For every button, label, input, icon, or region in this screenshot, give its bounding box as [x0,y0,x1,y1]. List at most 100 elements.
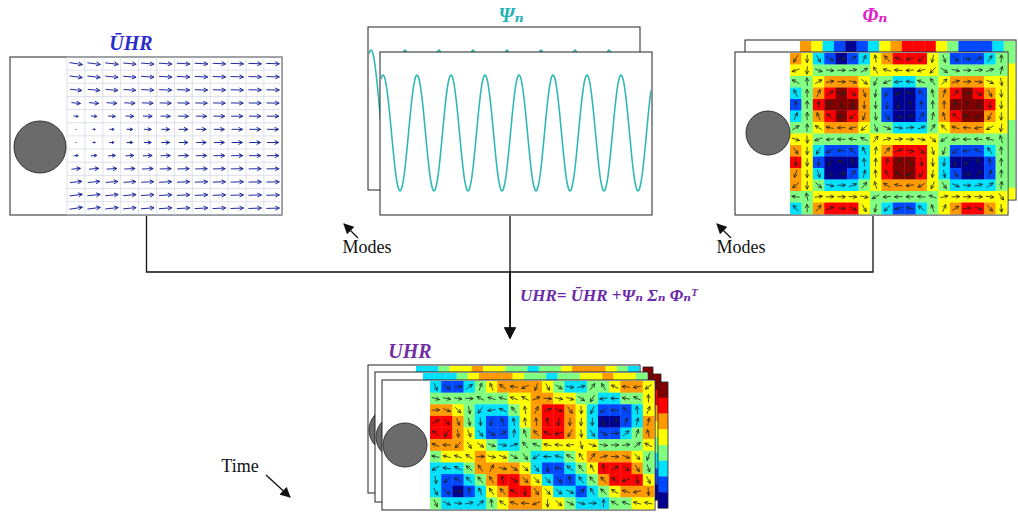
field-cell [836,99,848,111]
vector-arrow [999,135,1002,143]
vector-arrow [908,159,912,166]
vector-arrow [466,455,473,459]
field-cell [564,486,576,498]
vector-arrow [467,488,471,496]
field-cell [961,122,973,134]
field-cell [452,497,464,509]
vector-arrow [647,406,650,413]
vector-arrow [432,455,440,459]
vector-arrow [501,418,504,425]
field-cell [961,168,973,180]
field-cell [587,439,599,451]
vector-arrow [590,395,594,402]
vector-arrow [872,195,879,199]
vector-arrow [941,125,946,131]
vector-arrow [511,466,518,470]
vector-arrow [975,183,983,187]
vector-arrow [195,206,208,210]
field-cell [984,168,996,180]
vector-arrow [577,385,585,389]
field-cell [924,41,936,53]
field-cell [632,474,644,486]
vector-arrow [602,499,606,507]
vector-arrow [986,80,993,84]
field-cell [950,191,962,203]
vector-arrow [248,206,261,210]
vector-arrow [105,206,118,210]
vector-arrow [490,418,493,426]
vector-arrow [849,137,857,141]
vector-arrow [195,62,208,66]
field-cell [813,180,825,192]
field-cell [790,145,802,157]
vector-arrow [794,55,798,62]
vector-arrow [974,126,982,130]
field-cell [811,41,823,53]
vector-arrow [874,78,877,85]
field-cell [497,404,509,416]
field-cell [973,53,985,65]
vector-arrow [106,88,118,92]
time-arrow [266,475,290,497]
field-cell [996,65,1008,77]
field-cell [542,381,554,393]
field-cell [643,486,655,498]
vector-arrow [919,56,924,62]
vector-arrow [214,114,225,118]
cylinder [746,111,790,155]
field-cell [916,203,928,215]
field-cell [508,497,520,509]
vector-arrow [817,113,820,120]
field-cell [564,416,576,428]
vector-arrow [179,140,188,144]
field-cell [904,99,916,111]
field-cell [475,497,487,509]
vector-arrow [873,67,877,74]
field-cell [620,404,632,416]
field-cell [441,381,453,393]
vector-arrow [999,158,1003,166]
vector-arrow [266,206,279,210]
vector-arrow [75,142,77,143]
field-cell [938,122,950,134]
field-cell [632,486,644,498]
field-cell [938,191,950,203]
field-cell [996,53,1008,65]
field-cell [609,451,621,463]
vector-arrow [490,465,494,472]
vector-arrow [533,502,541,505]
vector-arrow [977,101,981,109]
vector-arrow [851,158,855,166]
vector-arrow [466,466,472,471]
vector-arrow [895,172,902,176]
vector-arrow [817,147,821,154]
field-cell [859,180,871,192]
field-cell [870,180,882,192]
field-cell [790,168,802,180]
vector-arrow [455,478,462,482]
vector-arrow [805,55,809,63]
field-cell [859,122,871,134]
vector-arrow [488,397,496,400]
vector-arrow [988,147,993,154]
field-cell [870,53,882,65]
field-cell [609,486,621,498]
vector-arrow [141,206,154,210]
field-cell [996,122,1008,134]
vector-arrow [456,429,460,437]
vector-arrow [906,195,914,199]
vector-arrow [792,195,800,199]
vector-arrow [161,154,171,158]
vector-arrow [589,443,597,446]
vector-arrow [837,195,845,199]
vector-arrow [862,182,867,188]
vector-arrow [837,57,845,61]
field-cell [553,486,565,498]
field-cell [893,53,905,65]
field-cell [620,451,632,463]
vector-arrow [794,90,798,97]
modes-label: Modes [717,238,766,258]
vector-arrow [454,385,462,389]
vector-arrow [897,101,901,109]
field-cell [553,474,565,486]
